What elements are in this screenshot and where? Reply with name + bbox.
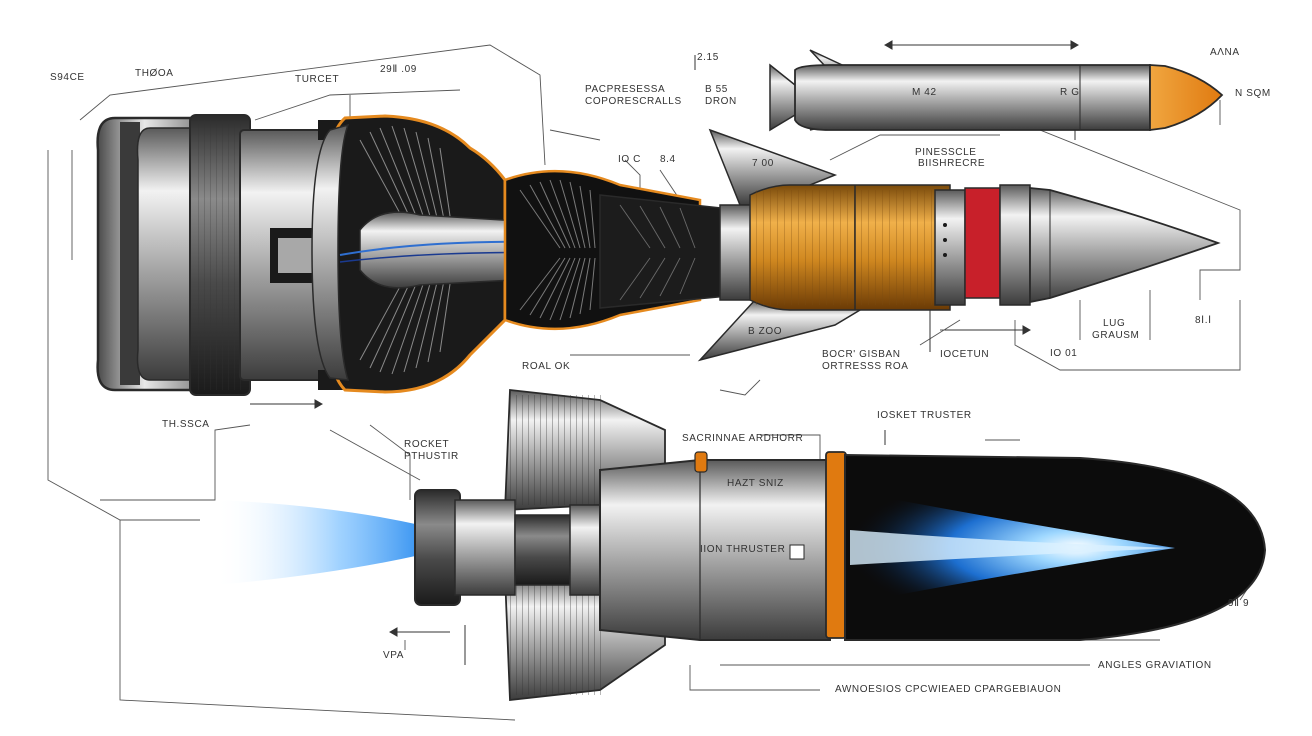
label-pinesscle: PINESSCLE — [915, 147, 977, 158]
label-dim-b55: B 55 — [705, 84, 728, 95]
label-sacrinnae: SACRINNAE ARDHORR — [682, 433, 803, 444]
label-ioc: IO C — [618, 154, 641, 165]
label-v: VPA — [383, 650, 404, 661]
annotation-labels: S94CE THØOA TURCET 29Ⅱ .09 PACPRESESSA C… — [50, 47, 1271, 695]
label-ortresss-roa: ORTRESSS ROA — [822, 361, 908, 372]
label-ion-thruster: IION THRUSTER — [700, 544, 785, 555]
label-dron: DRON — [705, 96, 737, 107]
label-bocr-gisban: BOCR' GISBAN — [822, 349, 901, 360]
ion-thruster — [215, 388, 1267, 702]
label-iosket-truster: IOSKET TRUSTER — [877, 410, 972, 421]
label-roalok: ROAL OK — [522, 361, 570, 372]
label-rocket: ROCKET — [404, 439, 449, 450]
label-dim-215: 2.15 — [697, 52, 719, 63]
label-iocetun: IOCETUN — [940, 349, 989, 360]
label-thoa: THØOA — [135, 68, 174, 79]
label-num-top: 29Ⅱ .09 — [380, 64, 417, 75]
label-cororescralls: COPORESCRALLS — [585, 96, 682, 107]
leader-lines — [47, 44, 1261, 721]
turbofan-cutaway — [96, 114, 741, 396]
label-mid-bz00: B ZOO — [748, 326, 782, 337]
label-dim-84: 8.4 — [660, 154, 676, 165]
label-bishrecre: BIISHRECRE — [918, 158, 985, 169]
label-top-m42: M 42 — [912, 87, 937, 98]
label-turcet: TURCET — [295, 74, 339, 85]
dimension-arrows — [250, 40, 1080, 665]
label-space: S94CE — [50, 72, 85, 83]
label-io-01: IO 01 — [1050, 348, 1077, 359]
label-thssca: TH.SSCA — [162, 419, 210, 430]
middle-missile — [697, 128, 1221, 362]
label-top-anna: AΛNA — [1210, 47, 1240, 58]
label-mid-700: 7 00 — [752, 158, 774, 169]
label-top-rg: R G — [1060, 87, 1080, 98]
label-lug: LUG — [1103, 318, 1125, 329]
top-missile — [769, 49, 1224, 132]
label-g8s: 9Ⅱ 9 — [1228, 598, 1249, 609]
label-rocket-thruster: PTHUSТIR — [404, 451, 459, 462]
label-pacpresessa: PACPRESESSA — [585, 84, 665, 95]
label-hazt-sniz: HAZT SNIZ — [727, 478, 784, 489]
label-angles: ANGLES GRAVIATION — [1098, 660, 1212, 671]
label-grausm: GRAUSM — [1092, 330, 1140, 341]
label-right-84: 8Ⅰ.Ⅰ — [1195, 315, 1212, 326]
label-annotation-bottom: AWNOESIOS CPCWIEAED CPARGEBIAUON — [835, 684, 1061, 695]
label-top-nsqm: N SQM — [1235, 88, 1271, 99]
